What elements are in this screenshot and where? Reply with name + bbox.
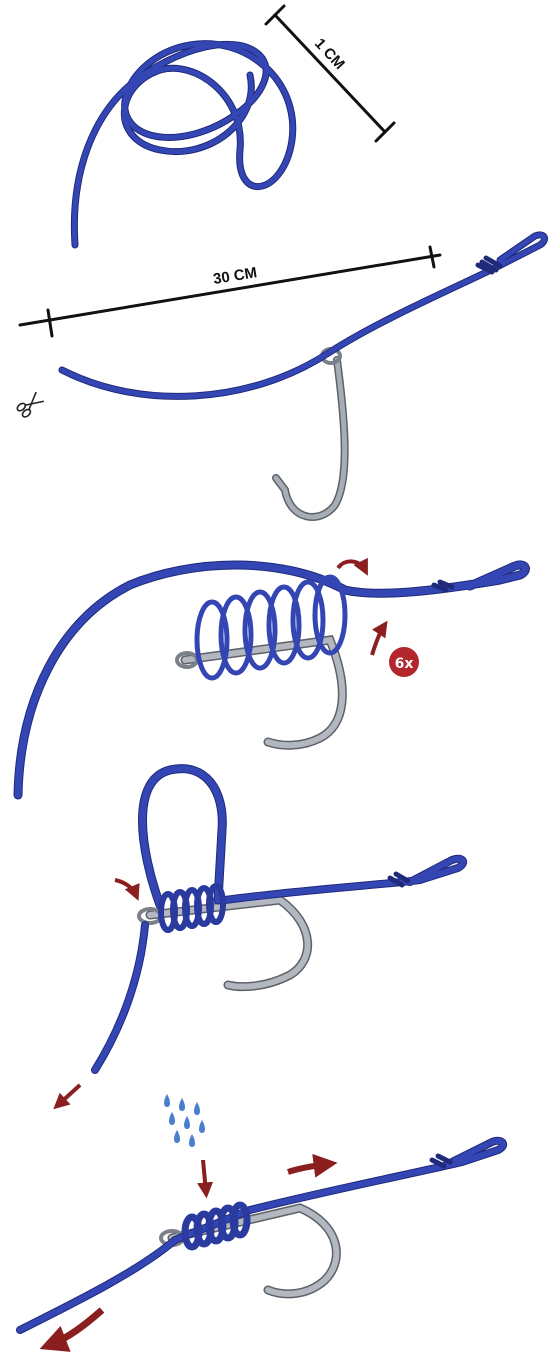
arrow-turn-wrap xyxy=(372,626,384,655)
step-1: 1 CM xyxy=(74,6,394,245)
line-coil xyxy=(74,44,292,245)
hook-step-3 xyxy=(177,640,342,745)
water-drops-icon xyxy=(164,1094,205,1147)
arrow-into-eye xyxy=(115,880,136,895)
arrow-over-wrap xyxy=(338,561,365,570)
wrap-coils xyxy=(197,577,345,678)
step-2: 30 CM xyxy=(16,235,545,517)
arrow-pull-main xyxy=(288,1164,328,1172)
arrow-wet-down xyxy=(203,1160,206,1192)
badge-label: 6x xyxy=(395,656,414,672)
scissors-icon xyxy=(16,391,45,418)
arrow-pull-tag xyxy=(58,1085,80,1105)
step-5 xyxy=(20,1094,503,1345)
step-3: 6x xyxy=(18,561,525,795)
step-4 xyxy=(58,769,463,1105)
line-step-2 xyxy=(62,235,545,396)
scale-label-30cm: 30 CM xyxy=(212,264,258,288)
repeat-count-badge: 6x xyxy=(389,647,419,677)
line-step-5 xyxy=(20,1141,503,1330)
scale-label-1cm: 1 CM xyxy=(311,35,348,73)
scale-bar-1cm xyxy=(266,6,394,141)
